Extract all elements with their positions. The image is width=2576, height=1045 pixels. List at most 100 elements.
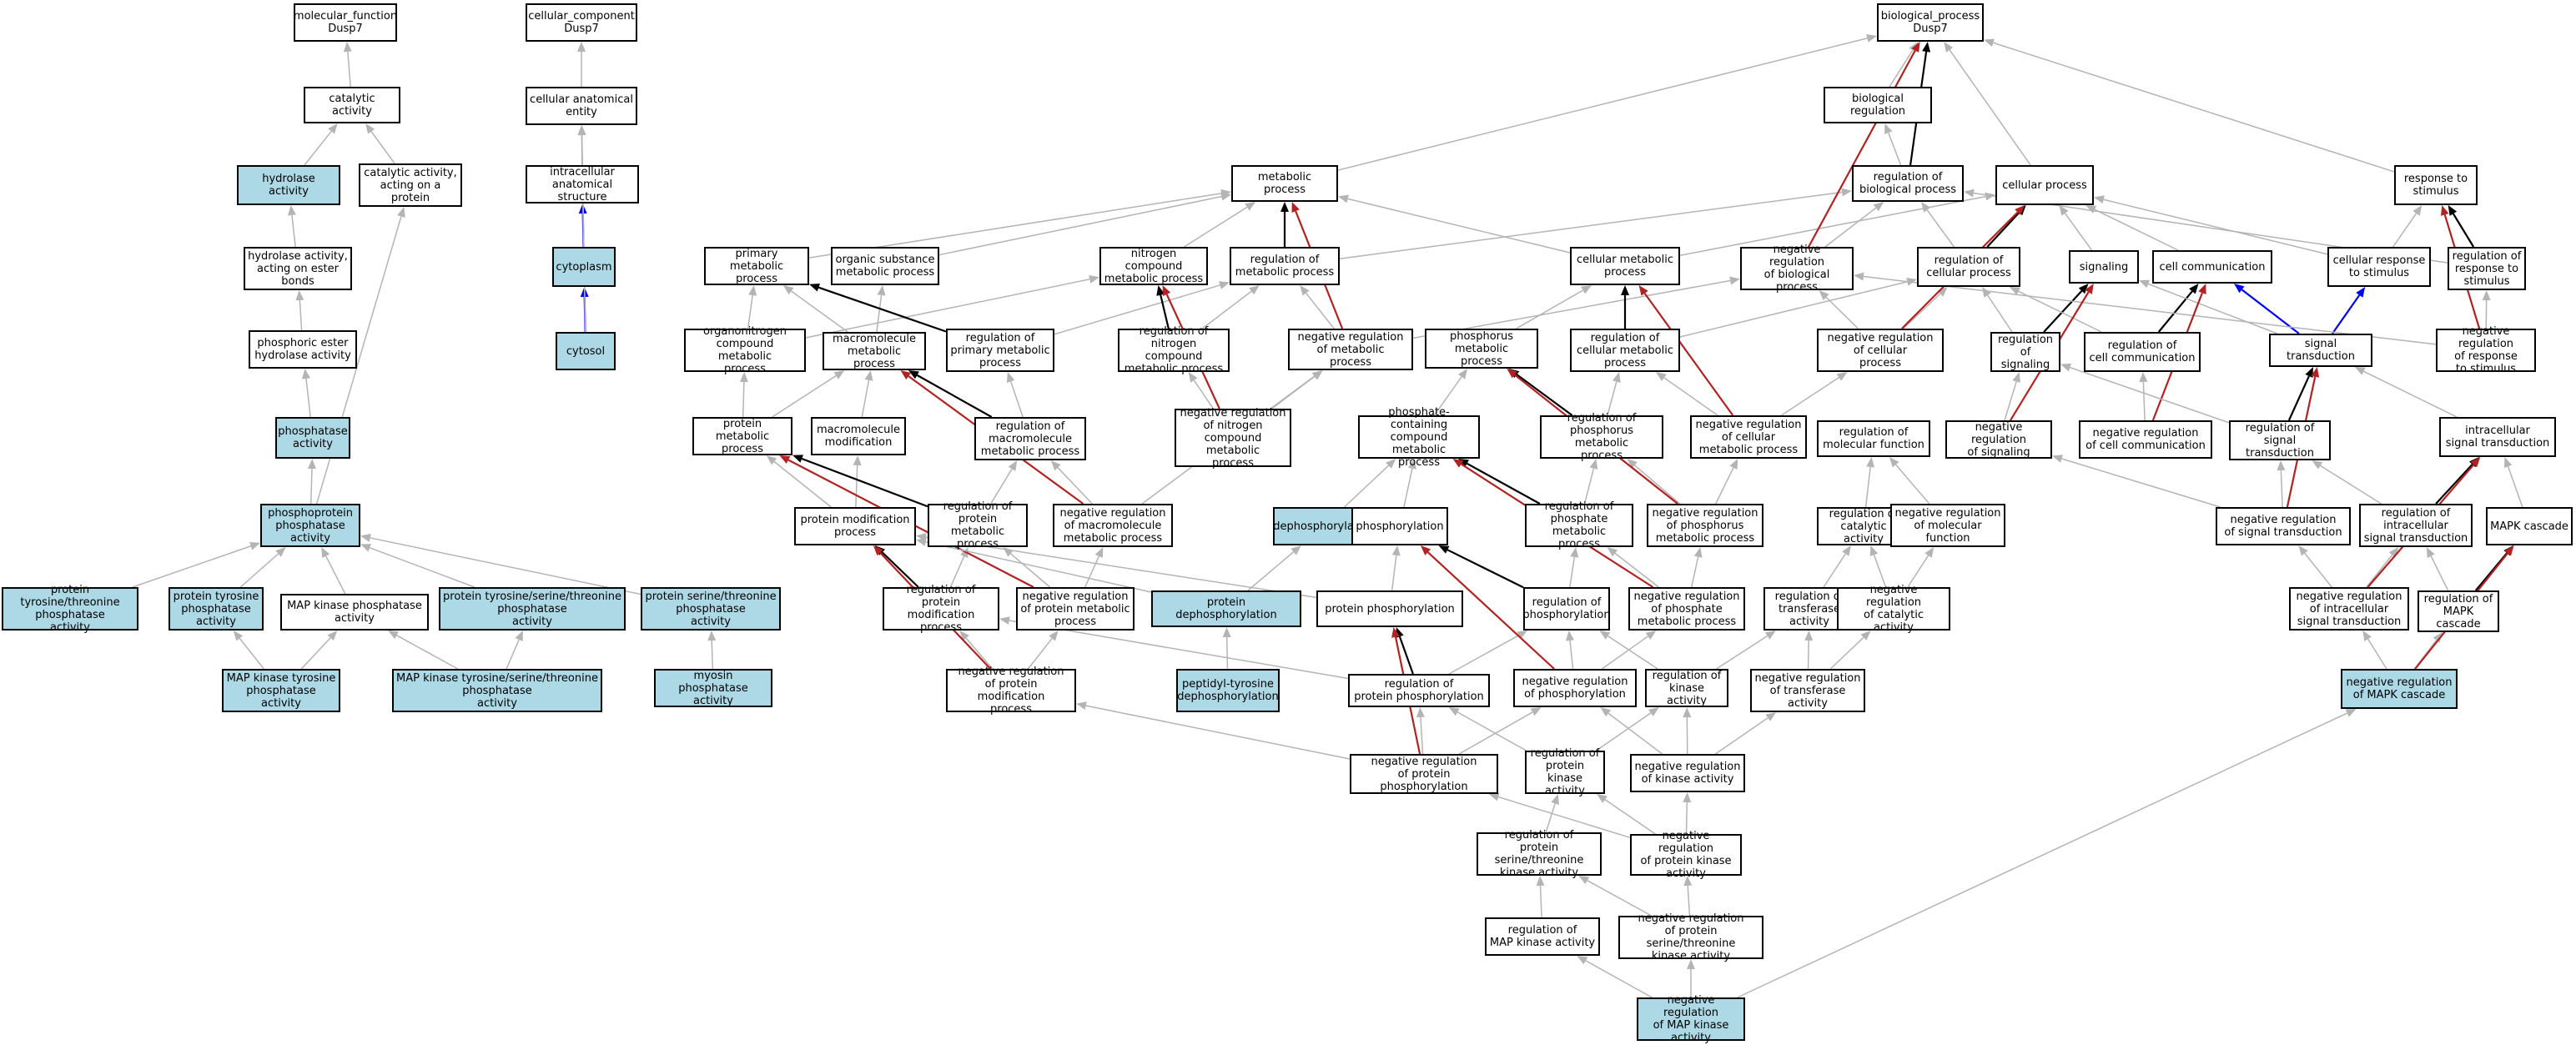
edge-arrowhead [1985,192,1995,201]
edge-is-a [2061,458,2221,508]
edge-arrowhead [1866,34,1877,43]
edge-arrowhead [1386,459,1396,469]
edge-is-a [1903,293,1941,329]
edge-is-a [2103,198,2328,255]
edge-is-a [1539,885,1542,918]
edge-is-a [1497,796,1631,839]
edge-is-a [1306,292,1335,329]
go-term-node-neg-kinase: negative regulation of kinase activity [1630,754,1745,792]
edge-arrowhead [1156,285,1165,296]
edge-arrowhead [1188,372,1198,383]
go-term-node-nitro-met: nitrogen compound metabolic process [1099,247,1208,285]
edge-arrowhead [249,542,260,550]
go-term-node-neg-cell-met: negative regulation of cellular metaboli… [1690,415,1807,459]
go-term-node-prot-dephos: protein dephosphorylation [1151,590,1301,627]
edge-is-a [1825,296,1859,329]
edge-arrowhead [1944,42,1954,53]
edge-arrowhead [1638,285,1648,296]
edge-is-a [949,555,965,588]
edge-arrowhead [1841,188,1852,197]
edge-regulates [1516,374,1573,416]
edge-arrowhead [2139,372,2148,383]
edge-arrowhead [1921,202,1931,213]
edge-regulates [1986,212,2020,248]
edge-arrowhead [365,123,375,134]
edge-is-a [1085,705,1351,760]
edge-arrowhead [2059,205,2069,216]
edge-arrowhead [1836,372,1848,381]
edge-is-a [1690,556,1699,588]
go-term-node-neg-pst: negative regulation of protein serine/th… [1618,912,1763,962]
edge-is-a [132,545,251,588]
edge-negatively-regulates [1808,50,1916,248]
edge-arrowhead [327,631,338,641]
edge-is-a [2094,208,2179,251]
edge-arrowhead [1982,287,1991,298]
go-term-node-reg-phosphorus: regulation of phosphorus metabolic proce… [1540,412,1663,462]
edge-is-a [791,290,848,333]
edge-arrowhead [2426,547,2435,558]
edge-is-a [291,214,296,248]
go-term-node-reg-kinase: regulation of kinase activity [1645,669,1728,707]
edge-arrowhead [2312,460,2323,470]
edge-is-a [2366,554,2393,588]
edge-arrowhead [1924,547,1935,558]
edge-arrowhead [1597,794,1607,803]
go-term-node-mapk-tyr: MAP kinase tyrosine phosphatase activity [222,669,340,712]
edge-is-a [1864,466,1871,508]
edge-arrowhead [1964,188,1975,198]
edge-arrowhead [1683,876,1693,887]
go-term-node-pser-thr: protein serine/threonine phosphatase act… [641,587,781,631]
edge-arrowhead [2298,545,2308,556]
edge-is-a [1737,712,2347,998]
edge-arrowhead [1458,369,1468,379]
edge-is-a [1084,555,1100,588]
go-term-node-phosphorylation: phosphorylation [1351,507,1448,545]
go-term-node-neg-cell-comm: negative regulation of cell communicatio… [2079,420,2212,459]
edge-arrowhead [739,372,748,383]
edge-arrowhead [1687,959,1695,969]
go-term-node-cytosol: cytosol [556,332,616,370]
edge-arrowhead [1866,457,1875,468]
edge-arrowhead [1488,792,1500,801]
edge-arrowhead [779,455,791,464]
go-term-node-pty: protein tyrosine phosphatase activity [169,587,264,631]
edge-arrowhead [2094,195,2105,204]
edge-arrowhead [916,533,927,542]
edge-arrowhead [307,459,316,470]
go-term-node-cat-prot: catalytic activity, acting on a protein [359,163,462,207]
edge-arrowhead [2234,284,2245,294]
edge-arrowhead [1220,192,1231,201]
edge-is-a [2004,381,2017,421]
edge-is-a [1420,716,1424,755]
edge-is-a [1403,468,1413,508]
go-term-node-reg-met: regulation of metabolic process [1230,247,1340,285]
go-term-node-neg-met: negative regulation of metabolic process [1288,329,1413,370]
edge-arrowhead [1648,707,1659,716]
edge-is-a [1343,465,1390,508]
edge-arrowhead [2433,632,2443,643]
go-term-node-prim-met: primary metabolic process [704,247,809,285]
edge-is-a [1663,377,1718,416]
edge-is-a [2320,465,2382,505]
edge-is-a [1516,289,1584,329]
edge-arrowhead [1911,42,1920,53]
edge-negatively-regulates [1643,293,1734,416]
edge-is-a [1057,467,1093,505]
edge-arrowhead [1517,631,1528,640]
edge-is-a [396,635,459,670]
edge-is-a [1607,381,1618,416]
go-term-node-macro-mod: macromolecule modification [811,417,906,455]
edge-is-a [805,279,1090,339]
edge-arrowhead [1008,460,1018,471]
go-term-node-neg-mapk-act: negative regulation of MAP kinase activi… [1637,994,1745,1044]
edge-regulates [1467,462,1541,505]
edge-arrowhead [1922,42,1931,53]
go-term-node-mapk-phos: MAP kinase phosphatase activity [280,594,429,631]
edge-arrowhead [1536,876,1545,887]
go-term-node-phosphoprot: phosphoprotein phosphatase activity [260,504,360,547]
edge-arrowhead [1245,202,1256,211]
edge-arrowhead [1854,272,1864,281]
edge-arrowhead [1860,631,1871,641]
edge-arrowhead [1729,276,1740,285]
